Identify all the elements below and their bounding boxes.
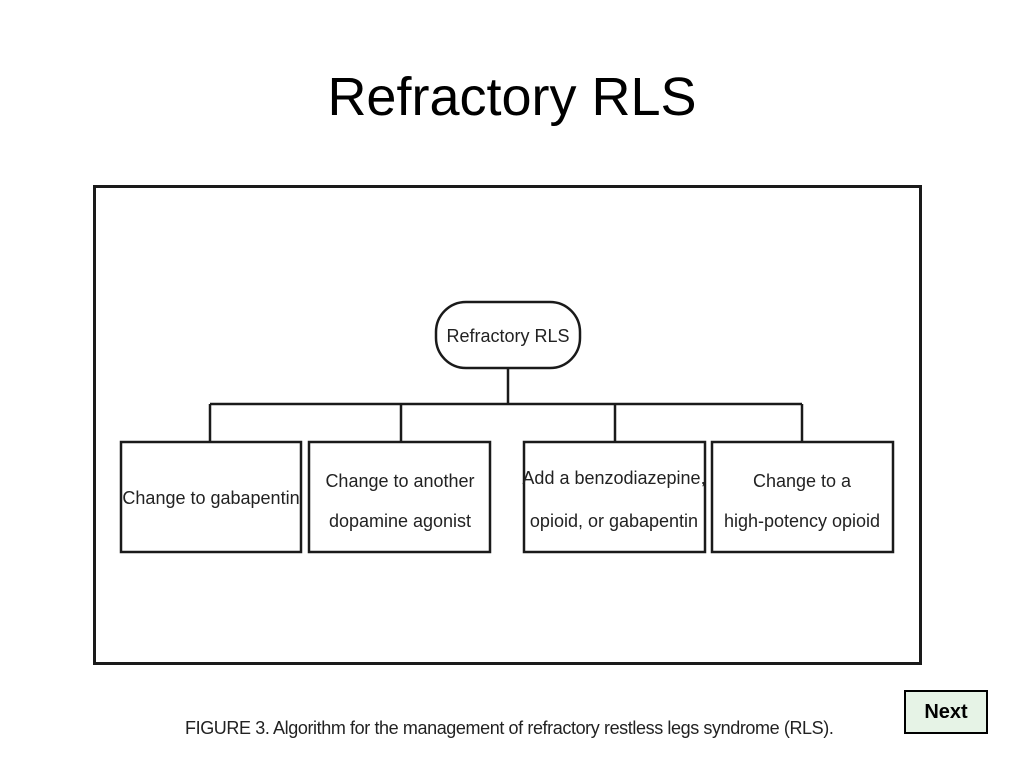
option-box-dopamine-agonist xyxy=(307,440,492,554)
slide-title: Refractory RLS xyxy=(327,67,697,127)
option-box-opioid xyxy=(710,440,895,554)
option-label: opioid, or gabapentin xyxy=(530,511,698,531)
figure-frame xyxy=(93,185,922,665)
option-label: dopamine agonist xyxy=(329,511,471,531)
option-box-gabapentin xyxy=(119,440,303,554)
option-label: high-potency opioid xyxy=(724,511,880,531)
root-node-label: Refractory RLS xyxy=(446,326,569,346)
option-box-benzodiazepine xyxy=(522,440,707,554)
option-label: Add a benzodiazepine, xyxy=(522,468,705,488)
option-label: Change to a xyxy=(753,471,852,491)
option-label: Change to gabapentin xyxy=(122,488,299,508)
figure-caption: FIGURE 3. Algorithm for the management o… xyxy=(185,718,834,738)
option-label: Change to another xyxy=(325,471,474,491)
next-button[interactable]: Next xyxy=(904,690,988,734)
connector-lines xyxy=(208,368,804,442)
